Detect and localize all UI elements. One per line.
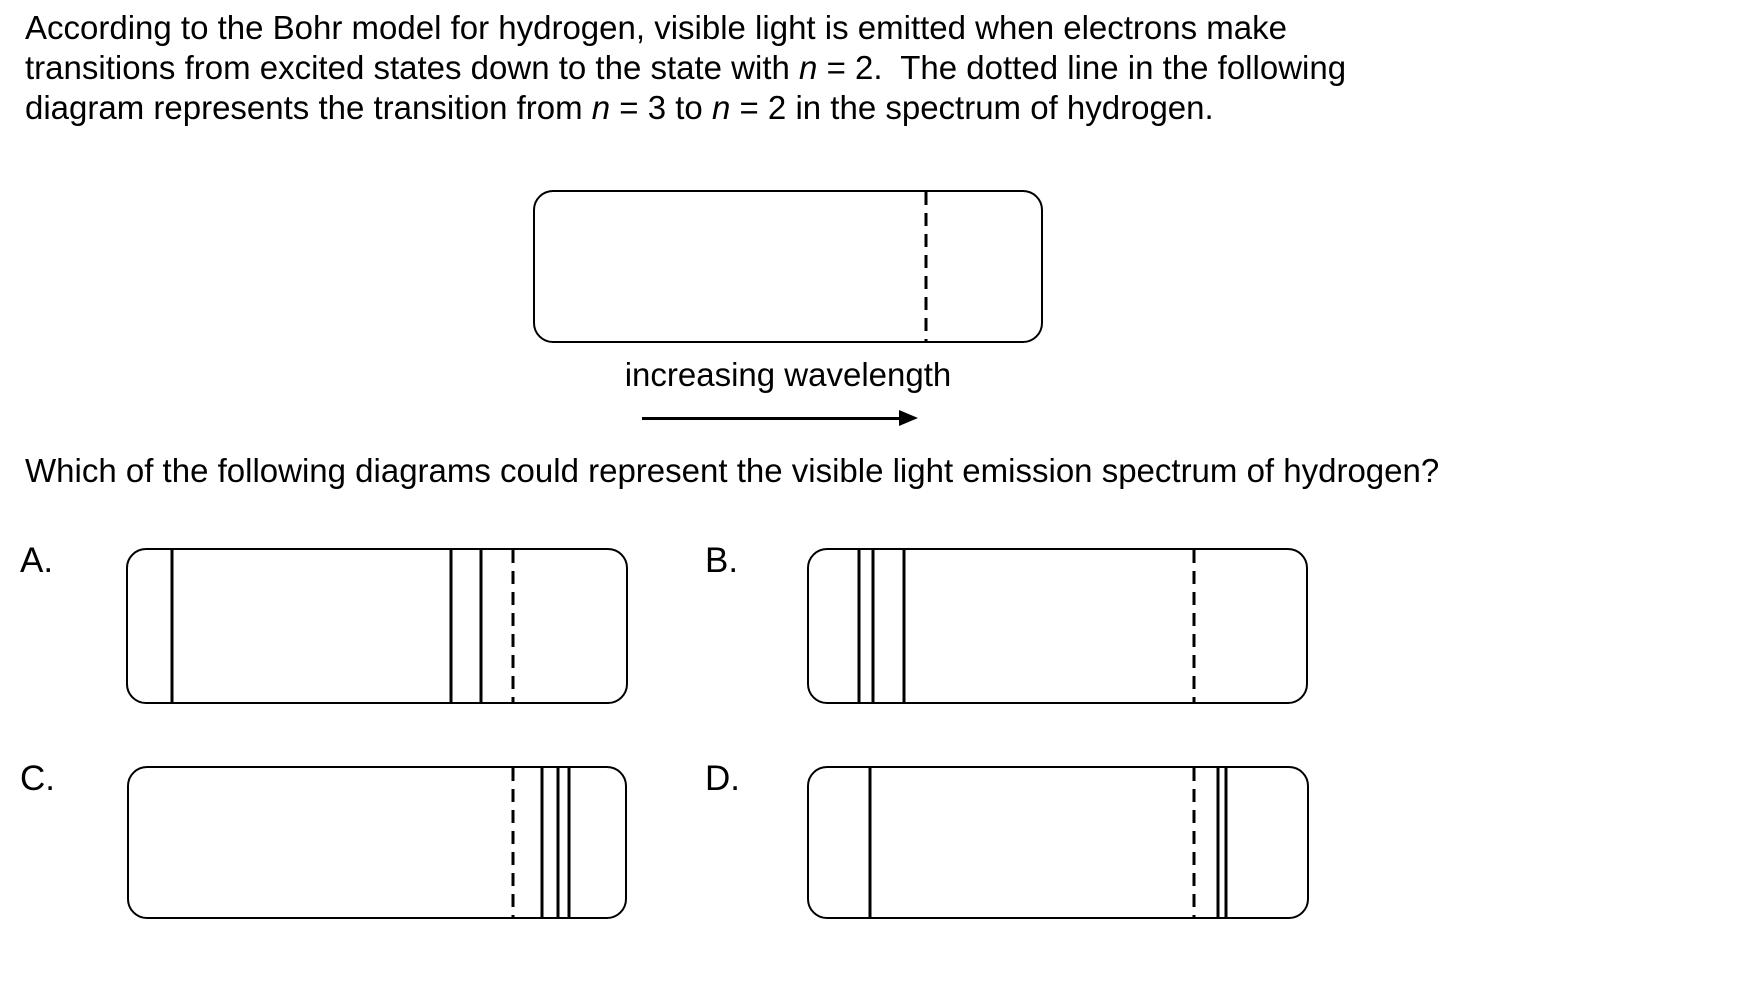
dashed-spectral-line (511, 550, 515, 702)
question-text: Which of the following diagrams could re… (25, 452, 1440, 489)
option-d-label: D. (705, 759, 740, 798)
reference-spectrum-diagram (533, 190, 1043, 343)
spectral-line (902, 550, 906, 702)
spectral-line (449, 550, 453, 702)
question-intro-paragraph: According to the Bohr model for hydrogen… (25, 9, 1347, 126)
spectral-line (1216, 768, 1220, 917)
spectral-line (479, 550, 483, 702)
spectral-line (170, 550, 174, 702)
option-a-label: A. (20, 541, 54, 580)
spectral-line (1224, 768, 1228, 917)
increasing-wavelength-arrow (642, 410, 918, 426)
wavelength-caption: increasing wavelength (624, 356, 952, 393)
option-c-label: C. (20, 759, 55, 798)
dashed-spectral-line (511, 768, 515, 917)
arrow-head-icon (899, 410, 918, 426)
option-b-label: B. (705, 541, 739, 580)
spectral-line (556, 768, 560, 917)
option-b-diagram[interactable] (807, 548, 1308, 704)
spectral-line (540, 768, 544, 917)
spectral-line (871, 550, 875, 702)
spectral-line (868, 768, 872, 917)
option-a-diagram[interactable] (126, 548, 628, 704)
arrow-shaft (642, 416, 904, 420)
dashed-spectral-line (1192, 550, 1196, 702)
option-c-diagram[interactable] (127, 766, 627, 919)
dashed-spectral-line (1192, 768, 1196, 917)
spectral-line (857, 550, 861, 702)
dashed-spectral-line (924, 192, 928, 341)
option-d-diagram[interactable] (807, 766, 1309, 919)
spectral-line (567, 768, 571, 917)
